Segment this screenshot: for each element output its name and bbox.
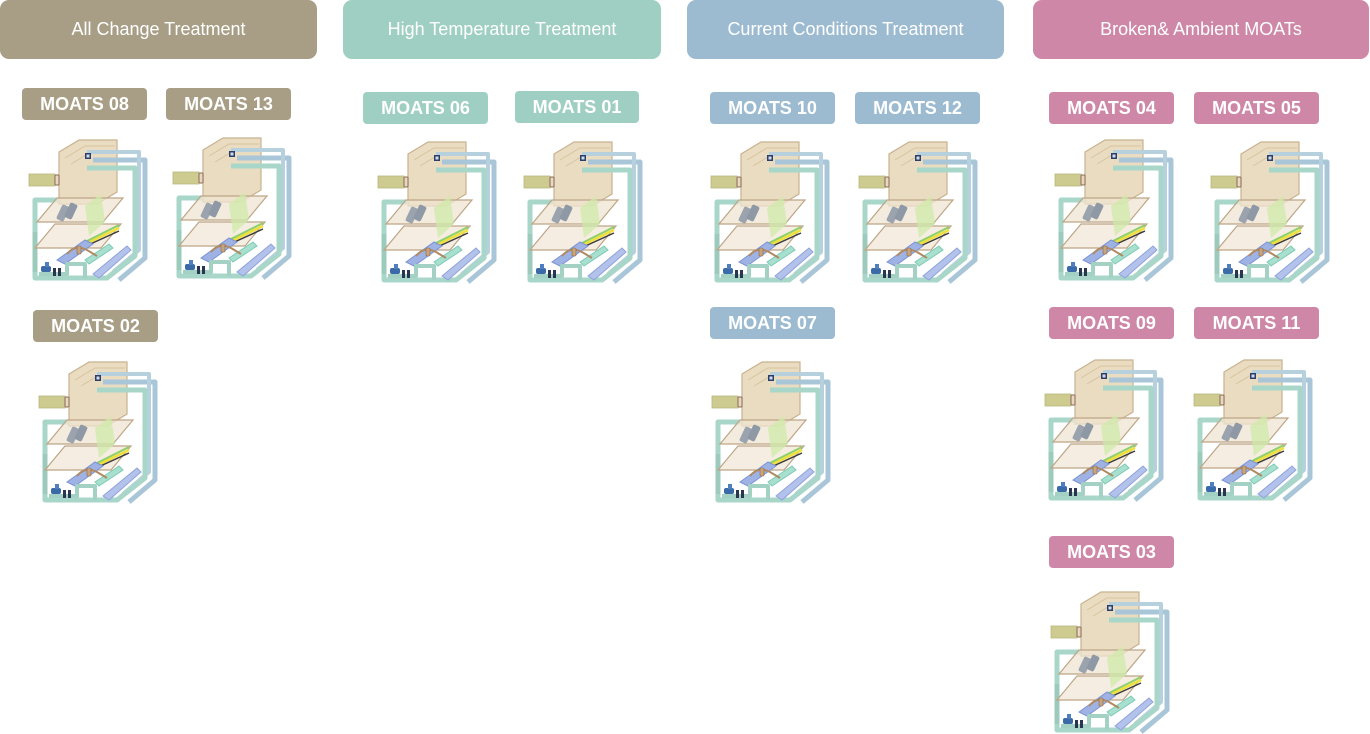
moats-chamber-icon [1049,584,1174,734]
moats-label: MOATS 08 [22,88,147,120]
moats-label: MOATS 11 [1194,307,1319,339]
moats-label: MOATS 03 [1049,536,1174,568]
treatment-header-all-change: All Change Treatment [0,0,317,59]
moats-label: MOATS 05 [1194,92,1319,124]
moats-chamber-icon [27,132,152,282]
moats-label: MOATS 13 [166,88,291,120]
treatment-header-broken-ambient: Broken& Ambient MOATs [1033,0,1369,59]
moats-chamber-icon [857,134,982,284]
moats-chamber-icon [171,130,296,280]
moats-label: MOATS 10 [710,92,835,124]
moats-chamber-icon [37,354,162,504]
moats-chamber-icon [1053,132,1178,282]
moats-chamber-icon [522,134,647,284]
moats-chamber-icon [376,134,501,284]
moats-chamber-icon [1192,352,1317,502]
treatment-header-current-conditions: Current Conditions Treatment [687,0,1004,59]
moats-chamber-icon [709,134,834,284]
moats-label: MOATS 01 [515,91,639,123]
moats-chamber-icon [1043,352,1168,502]
moats-label: MOATS 04 [1049,92,1174,124]
treatment-header-high-temperature: High Temperature Treatment [343,0,661,59]
moats-label: MOATS 02 [33,310,158,342]
moats-label: MOATS 09 [1049,307,1174,339]
moats-chamber-icon [710,354,835,504]
moats-label: MOATS 12 [855,92,980,124]
moats-label: MOATS 07 [710,307,835,339]
moats-label: MOATS 06 [363,92,488,124]
moats-chamber-icon [1209,134,1334,284]
